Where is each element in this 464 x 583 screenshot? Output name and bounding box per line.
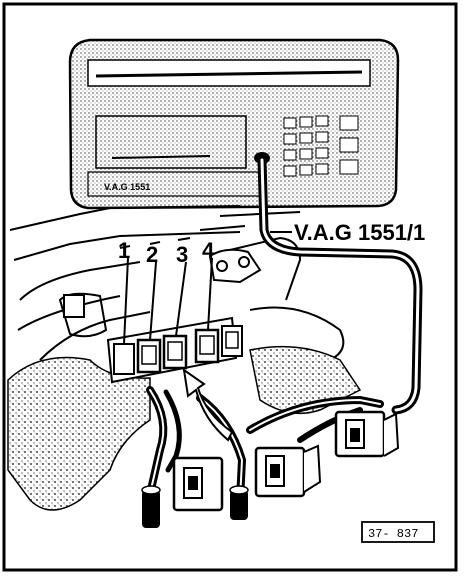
connector-1-socket <box>113 343 135 375</box>
connector-label-4: 4 <box>202 238 215 263</box>
diagnostic-tester: V.A.G 1551 <box>68 38 400 210</box>
figure-ref-box <box>361 521 435 543</box>
engine-outline <box>9 205 345 393</box>
connector-label-1: 1 <box>118 238 130 263</box>
tester-model-label: V.A.G 1551 <box>104 182 150 192</box>
connector-label-2: 2 <box>146 242 158 267</box>
insertion-arrow <box>182 367 234 442</box>
keypad <box>283 115 359 177</box>
cable-plugs <box>141 410 400 528</box>
adapter-cable <box>146 155 423 504</box>
foam-surface-right <box>249 345 362 415</box>
connector-label-3: 3 <box>176 242 188 267</box>
plug-right <box>334 410 400 458</box>
cable-ends-hanging <box>141 485 249 528</box>
plug-left <box>172 456 224 512</box>
display-screen <box>95 115 247 169</box>
plug-middle <box>254 444 322 498</box>
foam-surface-left <box>7 356 151 511</box>
figure-ref: 37- 837 <box>368 527 418 541</box>
number-leaders <box>123 257 213 345</box>
cable-label: V.A.G 1551/1 <box>294 220 425 245</box>
